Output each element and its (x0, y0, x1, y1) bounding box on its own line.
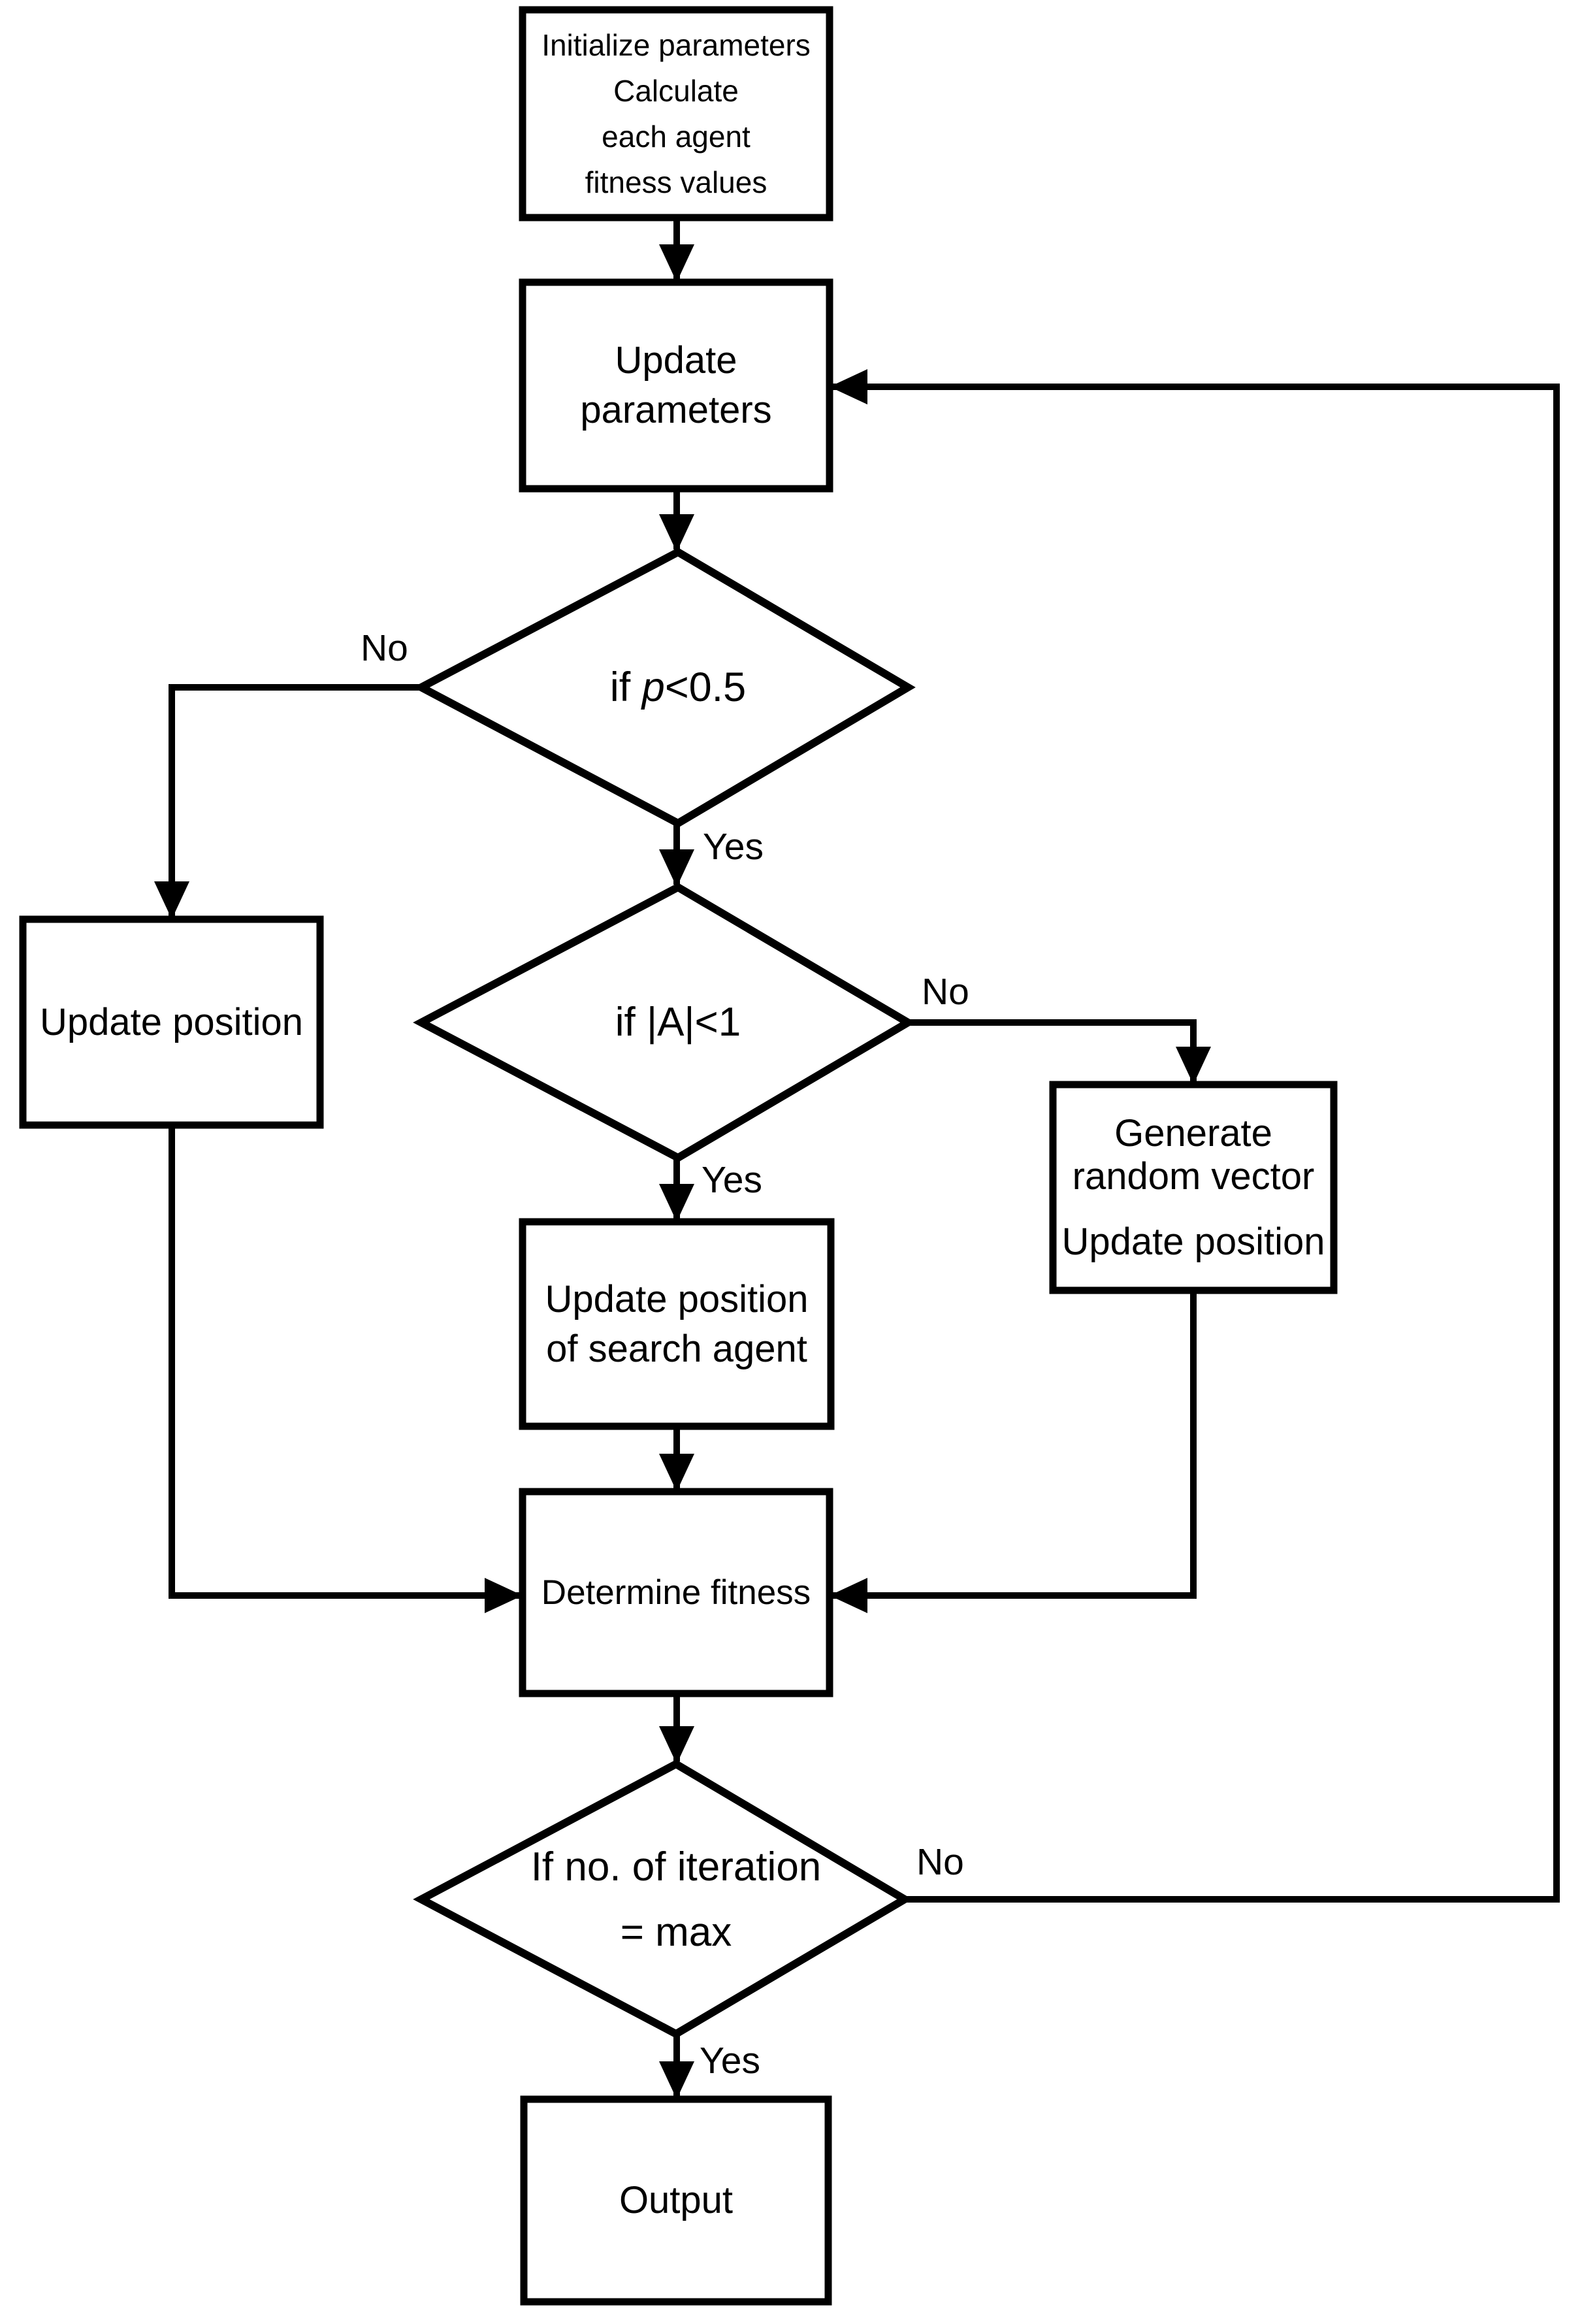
update-search-agent-box (519, 1218, 835, 1430)
decision-p-prefix: if (609, 664, 642, 710)
update-parameters-box (519, 278, 833, 493)
search-line-1: Update position (545, 1277, 809, 1320)
decision-p-variable: p (641, 664, 665, 710)
update-parameters-line-1: Update (615, 339, 737, 382)
decision-p-diamond (413, 548, 916, 828)
decision-iteration-text: If no. of iteration = max (480, 1836, 872, 1964)
output-box (520, 2095, 832, 2306)
init-line-3: each agent (602, 120, 751, 154)
determine-fitness-box (519, 1488, 833, 1697)
arrow-into-decision-p (659, 514, 694, 552)
determine-fitness-label: Determine fitness (541, 1573, 811, 1612)
update-parameters-line-2: parameters (580, 389, 772, 431)
label-no-decision-iteration: No (916, 1841, 964, 1883)
label-no-decision-a: No (922, 971, 969, 1013)
output-text: Output (526, 2103, 826, 2298)
generate-line-2: random vector (1072, 1154, 1315, 1198)
generate-random-box (1049, 1081, 1338, 1294)
decision-iteration-line-1: If no. of iteration (530, 1844, 822, 1890)
label-yes-decision-iteration: Yes (700, 2040, 760, 2082)
decision-a-diamond (413, 883, 916, 1162)
update-search-agent-text: Update position of search agent (526, 1226, 827, 1422)
arrow-into-decision-a (659, 849, 694, 887)
decision-iteration-line-2: = max (620, 1910, 732, 1955)
update-parameters-text: Update parameters (526, 286, 826, 485)
arrow-into-fitness-left (485, 1578, 523, 1613)
label-yes-decision-a: Yes (702, 1159, 762, 1201)
decision-a-label: if |A|<1 (615, 1000, 741, 1045)
init-line-4: fitness values (585, 165, 767, 199)
decision-p-suffix: <0.5 (664, 664, 747, 710)
arrow-into-updateparams-top (659, 244, 694, 282)
update-position-text: Update position (26, 923, 317, 1122)
init-box (519, 6, 833, 221)
edge-updateposition-to-fitness (169, 1125, 520, 1599)
arrow-into-updateposition (154, 881, 189, 919)
decision-a-text: if |A|<1 (515, 989, 841, 1056)
determine-fitness-text: Determine fitness (526, 1496, 826, 1690)
update-position-label: Update position (39, 1000, 304, 1043)
init-box-text: Initialize parameters Calculate each age… (526, 13, 826, 214)
decision-iteration-diamond (413, 1759, 912, 2038)
arrow-into-generate (1176, 1047, 1211, 1085)
init-line-1: Initialize parameters (541, 28, 811, 62)
generate-line-1: Generate (1114, 1111, 1272, 1154)
arrow-into-search (659, 1184, 694, 1222)
decision-p-line: if p<0.5 (515, 664, 841, 711)
arrow-loop-into-updateparams (830, 369, 867, 404)
arrow-into-fitness-top (659, 1454, 694, 1492)
edge-decision-p-no (169, 684, 421, 917)
edge-decision-iter-no-loop (832, 384, 1560, 1903)
output-label: Output (619, 2179, 734, 2221)
arrow-into-output (659, 2061, 694, 2099)
generate-line-3: Update position (1061, 1220, 1325, 1263)
label-yes-decision-p: Yes (703, 826, 764, 868)
edge-generate-to-fitness (832, 1290, 1197, 1599)
arrow-into-fitness-right (830, 1578, 867, 1613)
init-line-2: Calculate (613, 74, 739, 108)
arrow-into-decision-iter (659, 1726, 694, 1764)
update-position-box (19, 915, 324, 1129)
label-no-decision-p: No (361, 627, 408, 669)
decision-p-text: if p<0.5 (515, 653, 841, 721)
edge-decision-a-no (908, 1019, 1197, 1082)
search-line-2: of search agent (546, 1327, 807, 1370)
generate-random-text: Generate random vector Update position (1056, 1090, 1331, 1285)
